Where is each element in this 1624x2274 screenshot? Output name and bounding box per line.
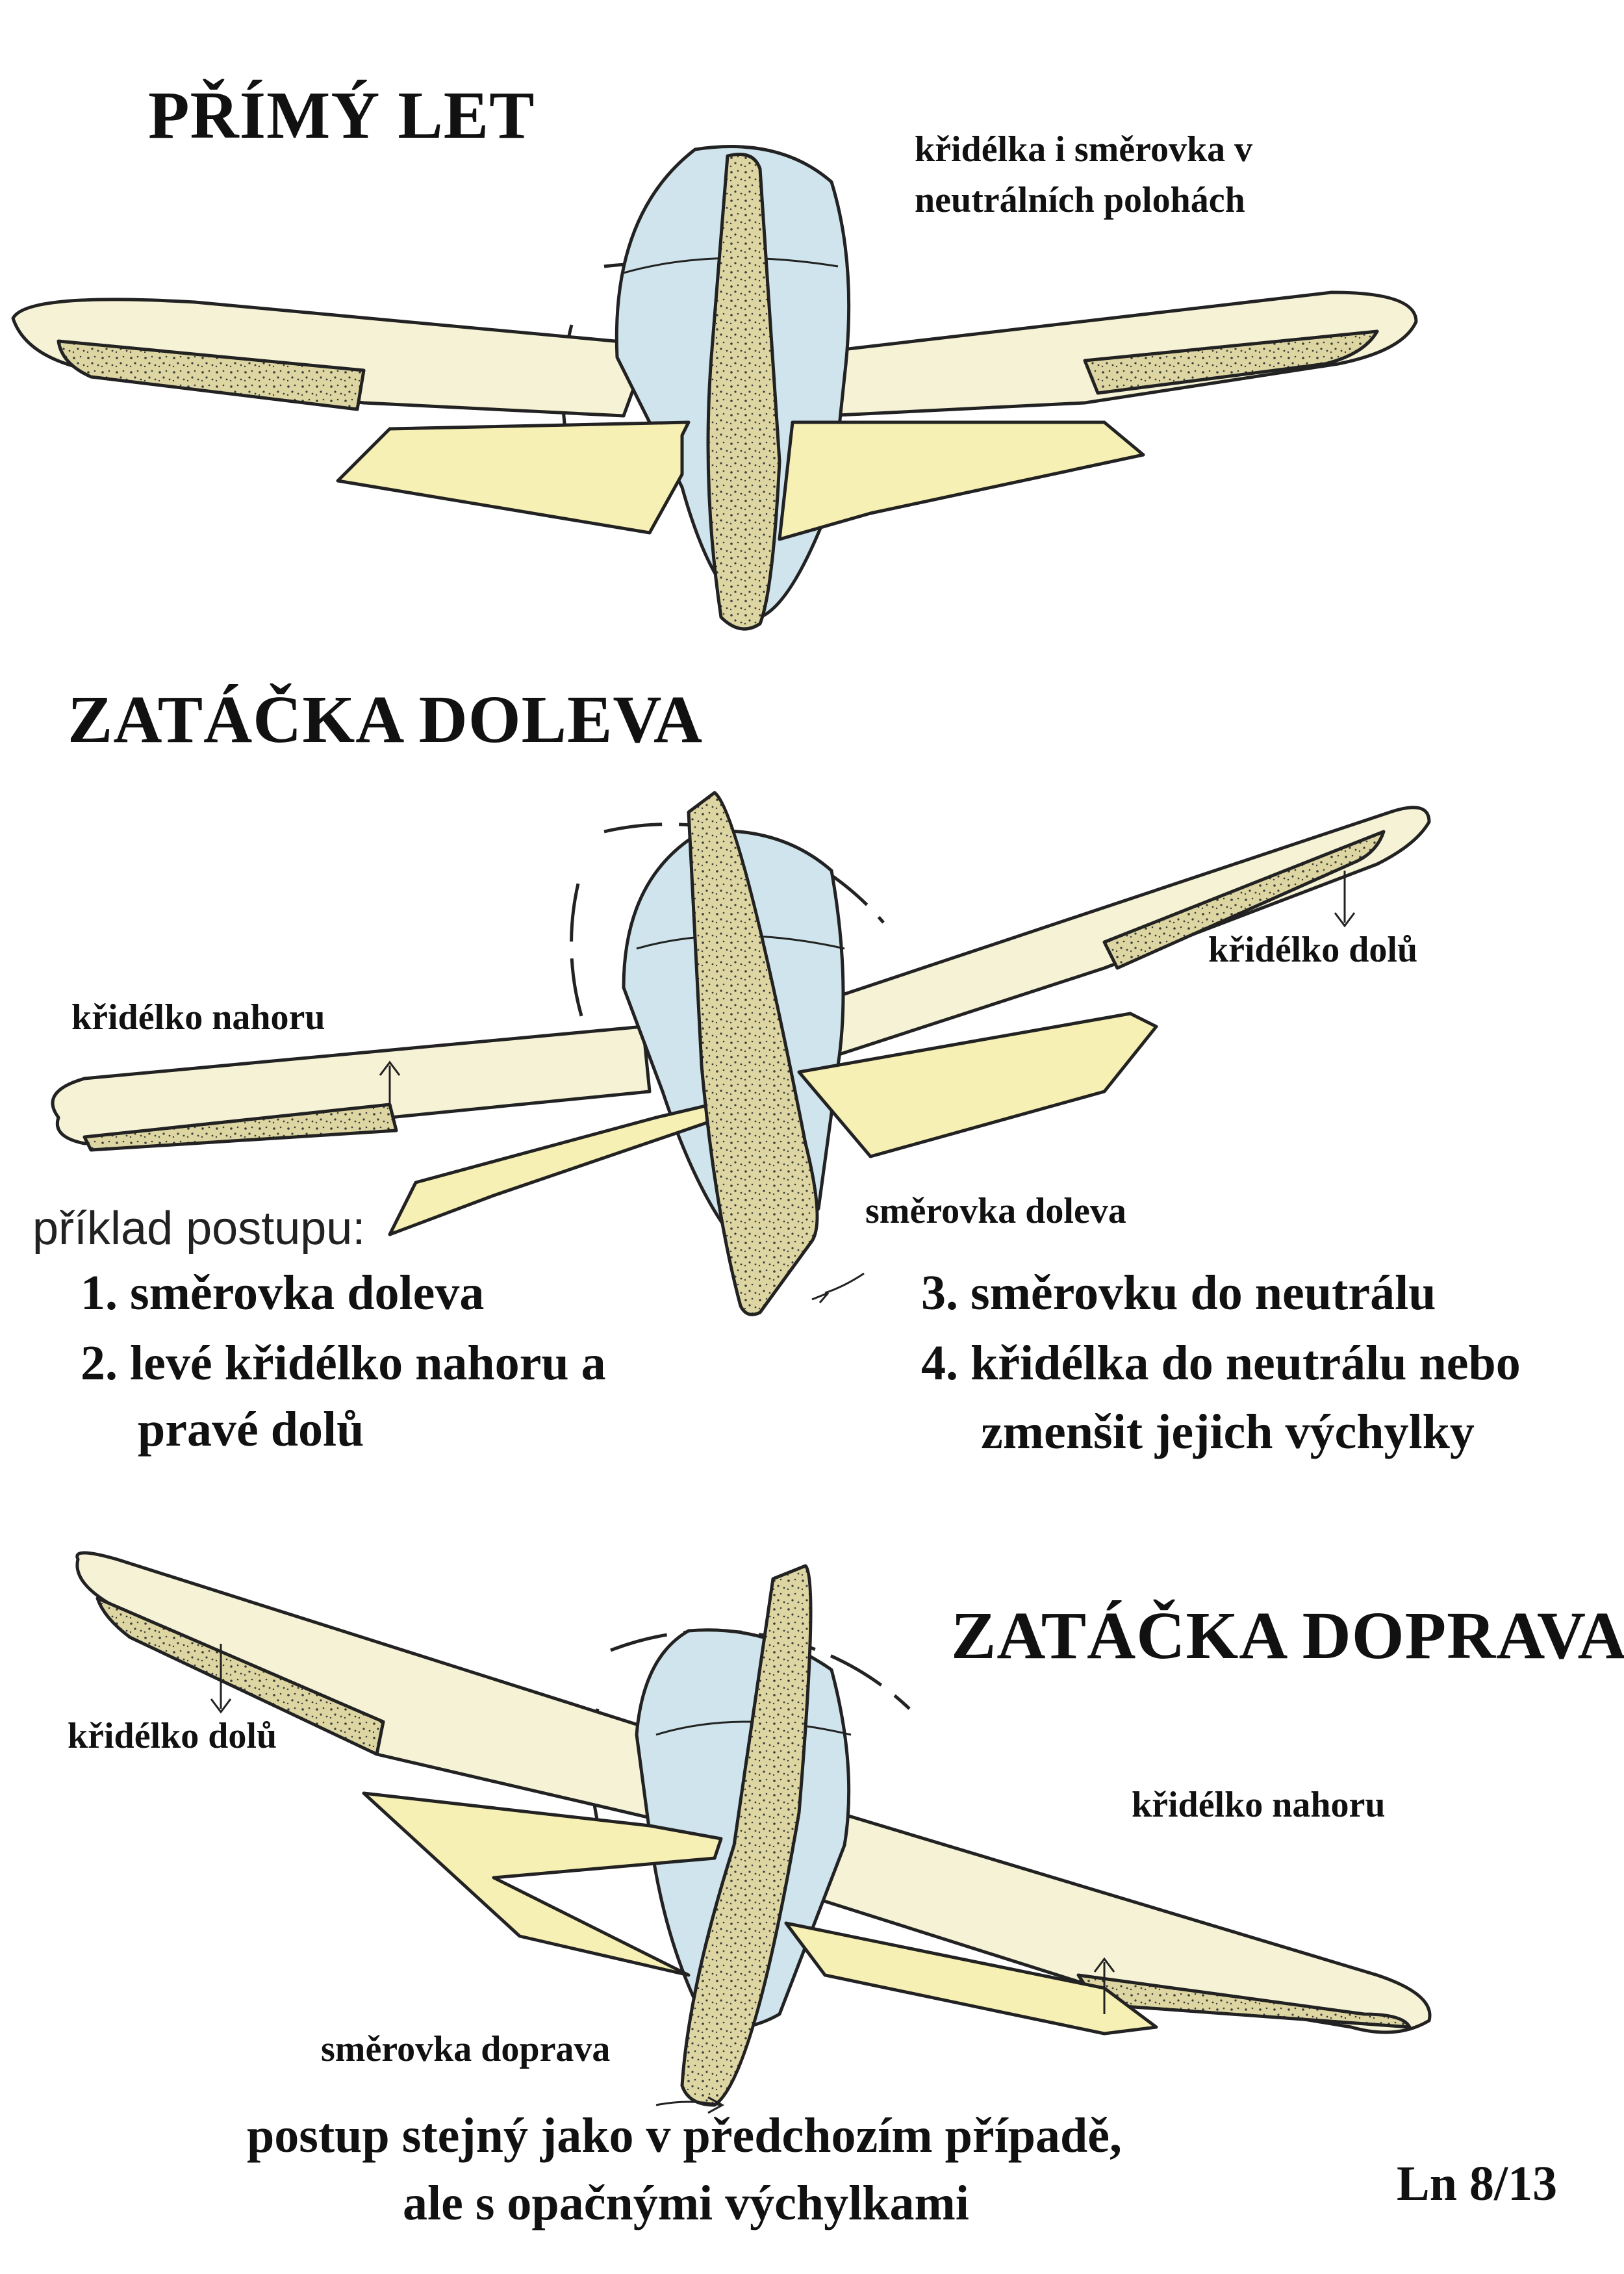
step-2-continued: pravé dolů bbox=[138, 1402, 364, 1457]
note-neutral-line1: křidélka i směrovka v bbox=[915, 129, 1253, 170]
airplane-left-turn-icon bbox=[51, 791, 1431, 1316]
label-rudder-right: směrovka doprava bbox=[321, 2029, 611, 2069]
label-aileron-up-left-turn: křidélko nahoru bbox=[71, 997, 325, 1038]
step-3: 3. směrovku do neutrálu bbox=[921, 1266, 1436, 1320]
label-aileron-down-right-turn: křidélko dolů bbox=[68, 1716, 277, 1756]
step-2: 2. levé křidélko nahoru a bbox=[81, 1336, 606, 1390]
step-4: 4. křidélka do neutrálu nebo bbox=[921, 1336, 1521, 1390]
step-1: 1. směrovka doleva bbox=[81, 1266, 485, 1320]
note-neutral-line2: neutrálních polohách bbox=[915, 180, 1245, 220]
airplane-right-turn-icon bbox=[75, 1551, 1432, 2114]
airplane-straight-icon bbox=[11, 145, 1418, 631]
caption-line1: postup stejný jako v předchozím případě, bbox=[247, 2108, 1122, 2163]
title-right-turn: ZATÁČKA DOPRAVA bbox=[951, 1598, 1624, 1673]
label-aileron-down-left-turn: křidélko dolů bbox=[1208, 930, 1418, 970]
label-rudder-left: směrovka doleva bbox=[865, 1191, 1126, 1231]
label-aileron-up-right-turn: křidélko nahoru bbox=[1132, 1785, 1386, 1825]
page-id: Ln 8/13 bbox=[1397, 2156, 1558, 2211]
title-straight-flight: PŘÍMÝ LET bbox=[148, 78, 535, 153]
caption-line2: ale s opačnými výchylkami bbox=[403, 2176, 969, 2230]
procedure-heading: příklad postupu: bbox=[32, 1203, 366, 1255]
title-left-turn: ZATÁČKA DOLEVA bbox=[68, 682, 704, 757]
step-4-continued: zmenšit jejich výchylky bbox=[981, 1405, 1475, 1459]
